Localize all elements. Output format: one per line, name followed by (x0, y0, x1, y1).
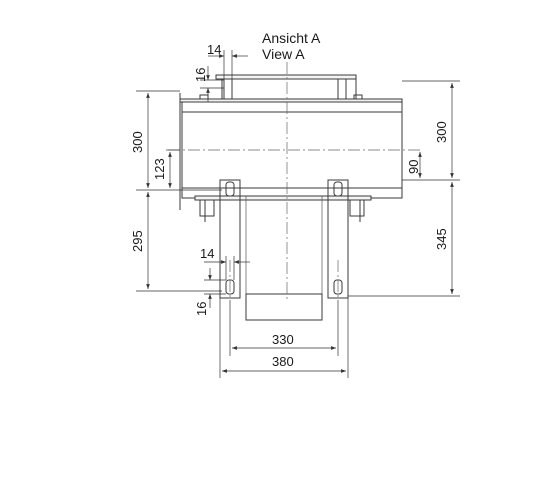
view-title-en: View A (262, 46, 305, 62)
dim-lower-slot-width: 14 (200, 246, 214, 261)
dim-left-lower: 295 (130, 230, 145, 252)
dim-lower-slot: 14 16 (194, 246, 250, 316)
dim-left: 300 123 295 (130, 90, 222, 292)
dim-outer-width: 380 (272, 354, 294, 369)
dim-left-mid: 123 (152, 158, 167, 180)
fan-body (179, 74, 403, 321)
bottom-outlet (245, 293, 323, 321)
dim-top-slot: 14 16 (193, 42, 248, 102)
top-bolt-right (337, 78, 347, 102)
dim-right-upper: 300 (434, 121, 449, 143)
dim-left-upper: 300 (130, 131, 145, 153)
dim-right-mid: 90 (406, 160, 421, 174)
top-rail (215, 74, 357, 80)
dim-bottom: 330 380 (219, 298, 349, 378)
dim-right-lower: 345 (434, 228, 449, 250)
dim-right: 300 90 345 (348, 80, 460, 297)
dim-top-slot-width: 14 (207, 42, 221, 57)
lower-flange (194, 195, 372, 201)
top-bracket (221, 78, 357, 102)
bracket-left (219, 179, 241, 299)
dim-inner-width: 330 (272, 332, 294, 347)
slot-left-upper (225, 181, 235, 197)
top-bolt-left (223, 78, 233, 102)
dim-top-slot-height: 16 (193, 68, 208, 82)
center-lines (168, 62, 420, 300)
dim-lower-slot-height: 16 (194, 302, 209, 316)
slot-right-upper (333, 181, 343, 197)
view-title-de: Ansicht A (262, 30, 321, 46)
bracket-right (327, 179, 349, 299)
